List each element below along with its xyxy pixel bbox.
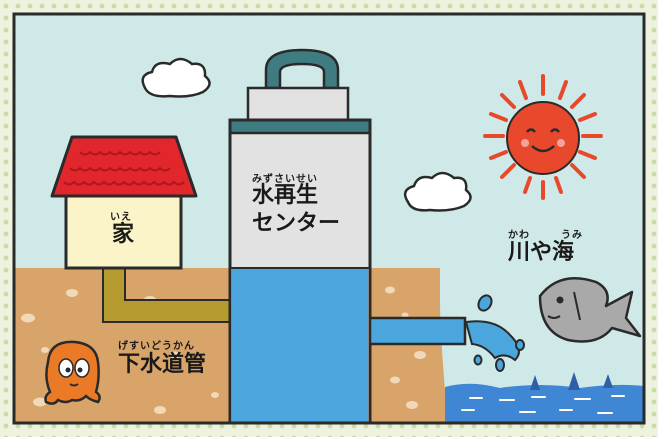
sun-icon [483,74,603,200]
river-label-ruby: かわ [508,230,530,241]
frame-border [12,12,646,425]
sewer-label-ruby: げすいどうかん [118,341,195,352]
house-label-ruby: いえ [110,212,132,223]
grass-tufts [530,372,613,390]
river-sea-label: 川や海 [508,240,575,265]
center-label-ruby: みずさいせい [252,174,318,185]
house [50,135,198,270]
fish-icon [538,276,642,343]
house-label: 家 [112,222,135,247]
sewer-mascot-icon [44,340,101,405]
sewer-label: 下水道管 [118,352,207,377]
cloud-icon [141,57,211,98]
cloud-icon [403,171,472,212]
water-splash-icon [464,294,525,372]
sea-waves [461,395,625,414]
center-label-line1: 水再生 [252,183,319,208]
sea-label-ruby: うみ [561,230,583,241]
outflow-pipe [368,316,467,346]
center-label-line2: センター [252,211,341,236]
water-reclamation-center [228,48,372,423]
sea [445,383,644,423]
